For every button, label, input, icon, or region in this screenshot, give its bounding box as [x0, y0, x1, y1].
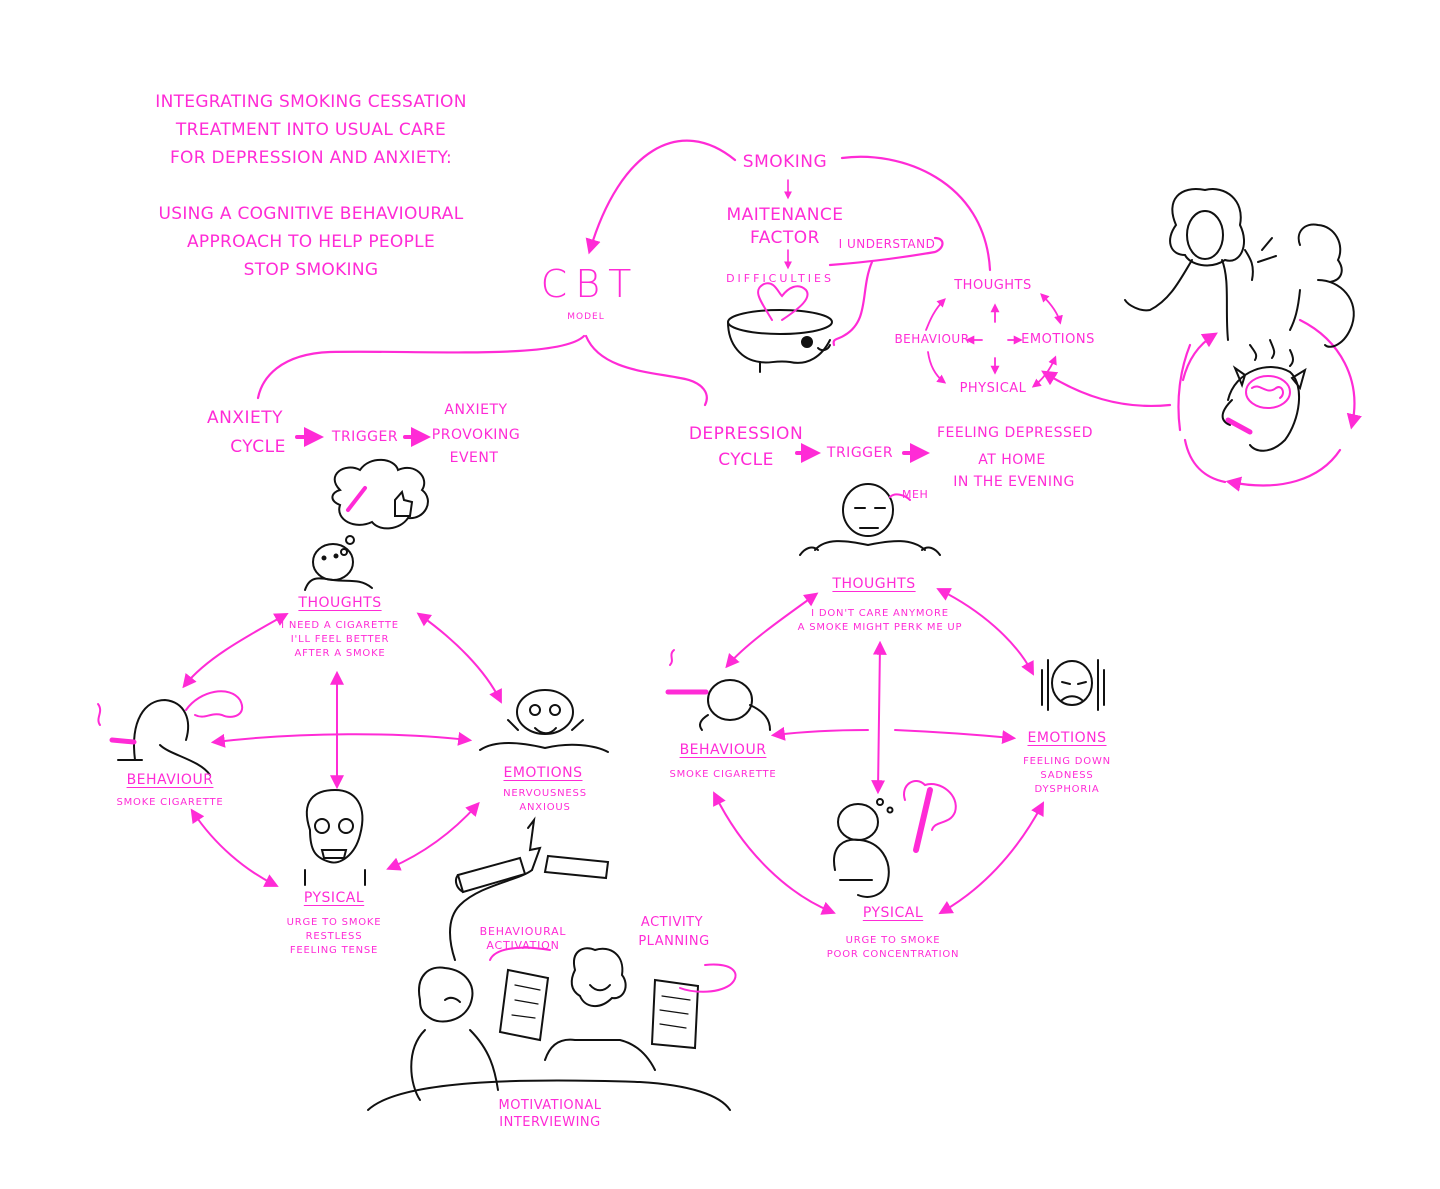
depression-event-label-1: Feeling depressed: [937, 425, 1093, 441]
depression-shrug-person-drawing: [799, 483, 941, 556]
title-line-1: Integrating smoking cessation: [155, 92, 467, 112]
meh-speech: Meh: [902, 488, 929, 501]
meeting-table-drawing: [367, 947, 731, 1111]
anxiety-event-label-2: provoking: [431, 427, 521, 443]
cbt-branch-lines: [256, 334, 708, 407]
depression-behaviour-title: Behaviour: [679, 742, 767, 758]
depression-sad-person-drawing: [1041, 659, 1105, 711]
smoking-label: Smoking: [742, 152, 828, 172]
brain-head-drawing: [1221, 339, 1307, 452]
depression-event-label-2: at home: [978, 452, 1046, 468]
anxiety-thoughts-line-1: I need a cigarette: [281, 620, 399, 631]
mini-thoughts-label: Thoughts: [954, 278, 1032, 293]
anxiety-nervous-person-drawing: [479, 689, 609, 753]
depression-physical-line-1: Urge to smoke: [845, 935, 941, 946]
depression-emotions-line-1: Feeling down: [1023, 756, 1111, 767]
depression-cycle-label-2: cycle: [718, 450, 774, 470]
anxiety-physical-title: Pysical: [303, 890, 365, 906]
anxiety-emotions-title: Emotions: [503, 765, 583, 781]
anxiety-scared-person-drawing: [304, 788, 366, 886]
people-talking-drawing: [1124, 188, 1355, 348]
anxiety-cycle-label-2: cycle: [230, 437, 286, 457]
depression-event-label-3: in the evening: [953, 474, 1075, 490]
anxiety-physical-line-1: Urge to smoke: [286, 917, 382, 928]
anxiety-thoughts-line-2: I'll feel better: [290, 634, 390, 645]
anxiety-behaviour-line-1: Smoke cigarette: [116, 797, 224, 808]
activity-lasso: [489, 946, 737, 993]
anxiety-emotions-line-1: Nervousness: [503, 788, 587, 799]
maintenance-label-1: Maitenance: [726, 205, 844, 225]
activity-planning-label-1: Activity: [640, 915, 704, 930]
thought-bubble-drawing: [331, 458, 429, 556]
anxiety-behaviour-title: Behaviour: [126, 772, 214, 788]
anxiety-cycle-label-1: Anxiety: [206, 408, 284, 428]
anxiety-thoughts-line-3: after a smoke: [294, 648, 386, 659]
depression-emotions-line-2: sadness: [1040, 770, 1094, 781]
depression-physical-title: Pysical: [862, 905, 924, 921]
title-line-3: for depression and anxiety:: [169, 148, 453, 168]
anxiety-physical-line-3: feeling tense: [289, 945, 379, 956]
mini-emotions-label: Emotions: [1021, 332, 1095, 347]
activity-planning-label-2: planning: [638, 934, 710, 949]
depression-thoughts-line-1: I don't care anymore: [811, 608, 949, 619]
difficulties-label: Difficulties: [726, 272, 834, 285]
anxiety-cycle-arrows: [182, 612, 502, 887]
title-line-2: treatment into usual care: [175, 120, 447, 140]
depression-cycle-arrows: [713, 588, 1044, 915]
understand-speech: I understand: [838, 237, 936, 251]
title-line-4: Using a cognitive behavioural: [158, 204, 464, 224]
anxiety-emotions-line-2: anxious: [519, 802, 571, 813]
anxiety-physical-line-2: restless: [305, 931, 363, 942]
anxiety-event-label-3: event: [449, 450, 499, 466]
cbt-label: CBT: [540, 262, 640, 306]
behavioural-activation-label-2: activation: [486, 939, 560, 952]
depression-craving-person-drawing: [833, 780, 957, 898]
depression-emotions-title: Emotions: [1027, 730, 1107, 746]
open-head-heart-drawing: [727, 282, 833, 373]
depression-smoker-drawing: [665, 649, 771, 731]
right-circle-arrows: [1041, 318, 1362, 492]
depression-thoughts-title: Thoughts: [832, 576, 916, 592]
broken-cigarette-drawing: [449, 816, 610, 961]
motivational-interviewing-label-2: interviewing: [499, 1115, 601, 1130]
motivational-interviewing-label-1: Motivational: [498, 1098, 602, 1113]
depression-behaviour-line-1: Smoke cigarette: [669, 769, 777, 780]
anxiety-thinking-person-drawing: [304, 543, 373, 591]
mini-behaviour-label: Behaviour: [894, 332, 970, 346]
title-line-6: stop smoking: [243, 260, 379, 280]
depression-thoughts-line-2: a smoke might perk me up: [797, 622, 963, 633]
anxiety-event-label-1: Anxiety: [444, 402, 508, 418]
behavioural-activation-label-1: Behavioural: [479, 925, 567, 938]
depression-trigger-label: Trigger: [826, 445, 894, 461]
maintenance-label-2: factor: [750, 228, 820, 248]
depression-cycle-label-1: Depression: [688, 424, 804, 444]
anxiety-thoughts-title: Thoughts: [298, 595, 382, 611]
depression-emotions-line-3: dysphoria: [1034, 784, 1100, 795]
cbt-arc-connector: [585, 139, 992, 347]
anxiety-trigger-label: Trigger: [331, 429, 399, 445]
title-line-5: approach to help people: [187, 232, 435, 252]
cbt-model-label: model: [567, 312, 605, 322]
mini-physical-label: Physical: [959, 381, 1027, 396]
depression-physical-line-2: poor concentration: [826, 949, 960, 960]
anxiety-smoker-drawing: [97, 690, 243, 776]
